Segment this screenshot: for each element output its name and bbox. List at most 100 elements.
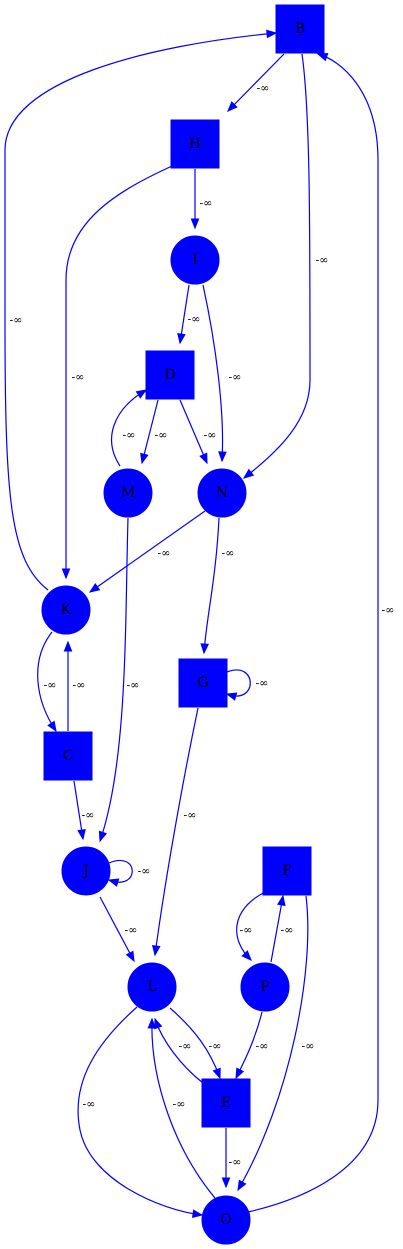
edge-j-to-l-label: -∞ [125,924,138,937]
edge-h-to-k [65,165,173,578]
edge-d-to-n-label: -∞ [204,429,217,442]
edge-g-to-g-label: -∞ [256,677,269,690]
edge-m-to-j-label: -∞ [127,679,140,692]
edge-p-to-e-arrowhead [235,1067,245,1080]
edge-f-to-o-label: -∞ [302,1040,315,1053]
edge-e-to-o-label: -∞ [229,1156,242,1169]
edge-c-to-k-label: -∞ [73,679,86,692]
edge-i-to-d-label: -∞ [188,313,201,326]
edge-j-to-l [99,896,135,962]
edge-k-to-c [37,631,57,732]
node-l [127,962,177,1012]
node-b-label: B [295,21,305,37]
node-m-label: M [121,485,135,501]
node-c [43,731,93,781]
node-h [170,119,220,169]
edge-l-to-e-arrowhead [212,1067,221,1080]
edge-l-to-e-label: -∞ [209,1040,222,1053]
edge-m-to-j-arrowhead [98,830,108,843]
edge-o-to-l [151,1018,216,1199]
edge-g-to-l-arrowhead [151,945,161,957]
edge-b-to-n [243,53,311,479]
node-e [201,1078,251,1128]
edge-k-to-b-arrowhead [266,29,278,39]
edge-n-to-k-arrowhead [88,582,101,593]
edge-g-to-l-label: -∞ [184,809,197,822]
edge-h-to-k-label: -∞ [72,371,85,384]
edge-m-to-d-label: -∞ [123,429,136,442]
edge-o-to-l-arrowhead [147,1017,157,1029]
edge-n-to-g-label: -∞ [222,547,235,560]
node-d-label: D [164,367,175,383]
node-f [262,846,312,896]
edge-k-to-b-label: -∞ [10,314,23,327]
edge-n-to-k [89,510,206,593]
edge-k-to-c-arrowhead [47,720,57,733]
edge-m-to-d-arrowhead [135,389,148,399]
edge-b-to-h-arrowhead [227,101,238,112]
edge-o-to-l-label: -∞ [173,1098,186,1111]
edge-i-to-n [202,284,224,462]
edge-j-to-j-arrowhead [107,878,120,887]
edge-e-to-l-arrowhead [154,1017,163,1030]
edge-f-to-p-arrowhead [241,950,252,961]
edge-f-to-o-arrowhead [237,1179,247,1192]
edge-l-to-o-label: -∞ [83,1098,96,1111]
node-p [240,962,290,1012]
edge-o-to-b [247,53,379,1213]
edge-n-to-k-label: -∞ [158,547,171,560]
edge-c-to-j-label: -∞ [82,809,95,822]
node-p-label: P [260,979,269,995]
edge-l-to-o [77,1006,203,1216]
node-l-label: L [147,979,156,995]
edge-i-to-n-arrowhead [218,451,227,463]
node-o [201,1195,251,1245]
node-i [170,235,220,285]
node-k-label: K [61,602,72,618]
edge-d-to-m-arrowhead [140,452,149,465]
node-d [145,350,195,400]
edge-d-to-n [179,399,208,464]
edge-e-to-o-arrowhead [221,1177,231,1189]
edge-h-to-k-arrowhead [61,568,71,580]
node-i-label: I [192,252,198,268]
edge-j-to-j-label: -∞ [138,865,151,878]
edge-o-to-b-label: -∞ [382,604,395,617]
node-j-label: J [81,863,89,879]
edge-g-to-g [226,669,251,697]
edge-d-to-n-arrowhead [199,452,208,465]
node-k [41,585,91,635]
edge-l-to-o-arrowhead [191,1209,204,1218]
edge-o-to-b-arrowhead [316,52,329,62]
node-n [197,468,247,518]
edge-j-to-l-arrowhead [125,950,135,963]
edge-g-to-l [154,707,199,956]
edge-d-to-m [141,399,159,464]
node-c-label: C [63,748,74,764]
edge-k-to-b [4,32,277,591]
edge-k-to-c-label: -∞ [44,679,57,692]
node-f-label: F [282,863,292,879]
edge-i-to-n-label: -∞ [229,371,242,384]
edge-p-to-e-label: -∞ [256,1040,269,1053]
edge-p-to-f [270,895,284,963]
edge-h-to-i-label: -∞ [200,197,213,210]
edge-n-to-g-arrowhead [200,643,210,655]
edge-p-to-f-arrowhead [277,894,286,907]
edge-i-to-d [179,284,190,344]
edge-m-to-j [99,517,129,842]
node-j [61,846,111,896]
edge-p-to-f-label: -∞ [281,924,294,937]
node-m [103,468,153,518]
edge-n-to-g [203,517,220,654]
node-o-label: O [220,1212,231,1228]
edge-f-to-o [237,895,309,1191]
node-g-label: G [197,675,208,691]
edge-j-to-j [108,860,133,883]
edge-h-to-i-arrowhead [190,218,200,230]
edge-c-to-k-arrowhead [63,640,73,652]
edge-e-to-l-label: -∞ [179,1040,192,1053]
node-h-label: H [189,136,201,152]
edge-g-to-g-arrowhead [225,692,238,701]
